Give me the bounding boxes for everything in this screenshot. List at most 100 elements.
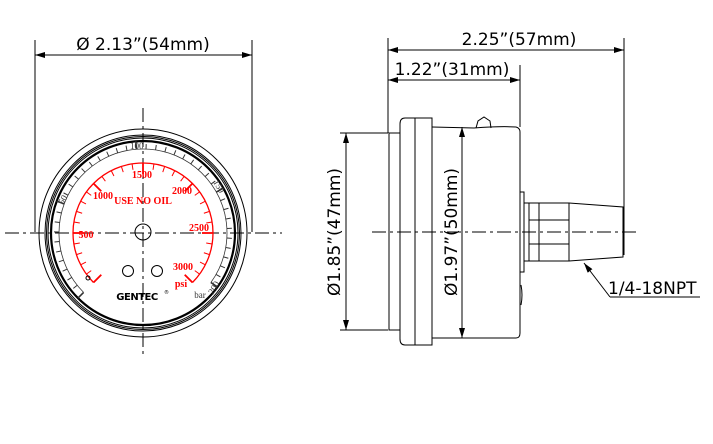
bar-tick (220, 198, 226, 202)
psi-tick (171, 170, 176, 177)
case-depth-label: 1.22”(31mm) (395, 60, 510, 80)
bar-tick (215, 273, 221, 278)
psi-label-500: 500 (79, 230, 94, 241)
bar-tick (68, 183, 74, 188)
psi-tick (180, 176, 185, 182)
bar-tick (67, 277, 72, 281)
bar-tick (55, 250, 62, 253)
bar-tick (125, 145, 128, 151)
bar-tick (155, 144, 157, 151)
front-diameter-label: Ø 2.13”(54mm) (76, 35, 209, 55)
side-view: 2.25”(57mm) 1.22”(31mm) Ø1.85”(47mm) Ø1.… (325, 30, 700, 346)
overall-length-label: 2.25”(57mm) (462, 30, 577, 50)
bar-tick (210, 281, 218, 288)
thread-label: 1/4-18NPT (608, 279, 697, 299)
psi-tick (203, 252, 210, 256)
psi-tick (73, 221, 80, 224)
bar-tick (204, 172, 210, 177)
psi-label-3000: 3000 (173, 262, 193, 273)
bar-tick (173, 150, 177, 156)
psi-label-1000: 1000 (93, 191, 113, 202)
bar-tick (210, 180, 216, 185)
psi-tick (184, 182, 194, 192)
bar-label-100: 100 (130, 141, 144, 151)
psi-tick (92, 182, 102, 192)
bar-tick (115, 147, 119, 154)
bar-tick (88, 161, 93, 167)
psi-tick (80, 261, 87, 266)
psi-tick (92, 274, 102, 284)
bar-tick (74, 175, 79, 180)
front-view: Ø 2.13”(54mm) USE NO OIL 500 1000 1500 2… (5, 35, 282, 358)
thread-leader-line (583, 262, 611, 298)
bar-tick (182, 154, 186, 160)
dial-screw-right (151, 265, 163, 277)
psi-tick (206, 242, 213, 245)
psi-label-1500: 1500 (132, 170, 152, 181)
bar-label-200: 200 (206, 279, 222, 296)
case-body (431, 126, 521, 339)
psi-scale-arc (72, 162, 214, 283)
bar-tick (56, 211, 62, 214)
bar-tick (197, 165, 203, 171)
psi-label-2500: 2500 (189, 223, 209, 234)
psi-tick (110, 170, 115, 177)
psi-tick (199, 261, 206, 266)
bezel-ring (44, 134, 242, 332)
warning-text: USE NO OIL (114, 196, 172, 207)
psi-tick (162, 166, 166, 173)
bar-unit: bar (194, 290, 206, 300)
psi-unit: psi (175, 279, 187, 290)
fill-plug (475, 116, 492, 129)
bar-tick (56, 200, 65, 205)
psi-tick (101, 176, 106, 182)
registered-mark: ® (164, 289, 169, 296)
bar-tick (223, 256, 229, 259)
psi-tick (73, 242, 80, 245)
psi-tick (194, 270, 200, 275)
psi-label-2000: 2000 (172, 186, 192, 197)
bezel-diameter-label: Ø1.85”(47mm) (325, 168, 345, 296)
psi-tick (120, 166, 124, 173)
psi-tick (194, 191, 200, 196)
outer-case-circle (38, 128, 248, 338)
zero-stop-pin (85, 275, 91, 281)
psi-tick (86, 191, 92, 196)
bar-tick (106, 151, 110, 157)
dial-scales (54, 141, 232, 299)
brand-logo: GENTEC (116, 292, 158, 303)
dial-screw-left (122, 265, 134, 277)
bar-tick (215, 187, 224, 193)
bar-tick (73, 284, 78, 289)
psi-tick (203, 210, 210, 214)
psi-tick (152, 163, 155, 170)
bezel-side (399, 117, 433, 346)
bar-tick (54, 241, 60, 243)
bar-tick (58, 259, 64, 263)
psi-tick (80, 200, 87, 205)
psi-tick (76, 210, 83, 214)
bar-tick (135, 141, 138, 150)
bar-tick (164, 146, 167, 153)
psi-tick (76, 252, 83, 256)
pointer-pivot (134, 223, 152, 241)
bar-tick (77, 291, 85, 299)
bar-tick (190, 159, 195, 165)
bar-tick (63, 192, 69, 196)
psi-tick (199, 200, 206, 205)
bar-tick (54, 221, 60, 223)
psi-tick (86, 270, 92, 275)
bar-tick (81, 168, 86, 173)
bar-scale-arc (58, 148, 228, 293)
bar-tick (225, 247, 231, 249)
psi-tick (184, 274, 194, 284)
dial-rim (49, 139, 237, 327)
bar-tick (220, 265, 226, 269)
bar-tick (62, 268, 68, 272)
bar-tick (97, 156, 101, 161)
bar-tick (225, 217, 231, 220)
psi-tick (131, 163, 134, 170)
psi-tick (206, 221, 213, 224)
bar-tick (223, 207, 229, 211)
